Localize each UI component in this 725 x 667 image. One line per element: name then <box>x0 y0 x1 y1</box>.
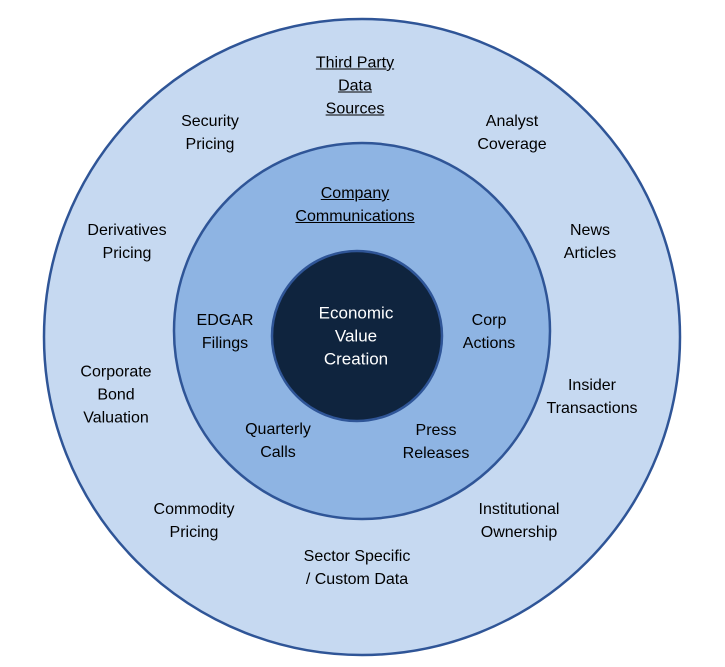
analyst-coverage-label: Analyst Coverage <box>477 110 546 156</box>
label-line: Quarterly <box>245 421 311 438</box>
security-pricing-label: Security Pricing <box>181 110 239 156</box>
label-line: Commodity <box>153 501 235 518</box>
heading-line: Sources <box>325 100 385 118</box>
label-line: Pricing <box>102 245 152 262</box>
sector-specific-custom-data-label: Sector Specific / Custom Data <box>304 545 411 591</box>
third-party-heading: Third Party Data Sources <box>316 52 394 121</box>
label-line: Security <box>181 113 239 130</box>
label-line: Insider <box>567 377 617 394</box>
label-line: Actions <box>462 335 516 352</box>
label-line: EDGAR <box>196 312 254 329</box>
label-line: / Custom Data <box>305 571 409 588</box>
edgar-filings-label: EDGAR Filings <box>197 309 254 355</box>
center-label: Economic Value Creation <box>319 302 394 371</box>
news-articles-label: News Articles <box>564 219 616 265</box>
press-releases-label: Press Releases <box>403 419 470 465</box>
label-line: Sector Specific <box>303 548 411 565</box>
corporate-bond-valuation-label: Corporate Bond Valuation <box>80 361 151 430</box>
label-line: Corp <box>471 312 507 329</box>
label-line: Valuation <box>83 409 149 427</box>
label-line: Analyst <box>485 113 539 130</box>
quarterly-calls-label: Quarterly Calls <box>245 418 311 464</box>
economic-value-core <box>270 249 444 423</box>
label-line: Bond <box>97 386 135 404</box>
label-line: Calls <box>260 444 296 461</box>
center-label-line: Value <box>334 326 378 346</box>
label-line: News <box>569 222 611 239</box>
center-label-line: Creation <box>323 349 389 369</box>
label-line: Articles <box>563 245 617 262</box>
company-communications-heading: Company Communications <box>295 182 414 228</box>
corp-actions-label: Corp Actions <box>463 309 515 355</box>
label-line: Corporate <box>80 363 152 381</box>
insider-transactions-label: Insider Transactions <box>547 374 638 420</box>
heading-line: Data <box>338 77 372 95</box>
label-line: Press <box>415 422 457 439</box>
label-line: Derivatives <box>87 222 167 239</box>
commodity-pricing-label: Commodity Pricing <box>154 498 235 544</box>
heading-line: Communications <box>295 208 415 225</box>
heading-line: Third Party <box>315 54 395 72</box>
center-label-line: Economic <box>318 303 394 323</box>
label-line: Filings <box>201 335 249 352</box>
heading-line: Company <box>320 185 390 202</box>
institutional-ownership-label: Institutional Ownership <box>479 498 560 544</box>
label-line: Ownership <box>480 524 558 541</box>
label-line: Releases <box>402 445 470 462</box>
label-line: Pricing <box>185 136 235 153</box>
label-line: Pricing <box>169 524 219 541</box>
label-line: Transactions <box>546 400 638 417</box>
label-line: Institutional <box>478 501 560 518</box>
label-line: Coverage <box>477 136 547 153</box>
derivatives-pricing-label: Derivatives Pricing <box>87 219 166 265</box>
